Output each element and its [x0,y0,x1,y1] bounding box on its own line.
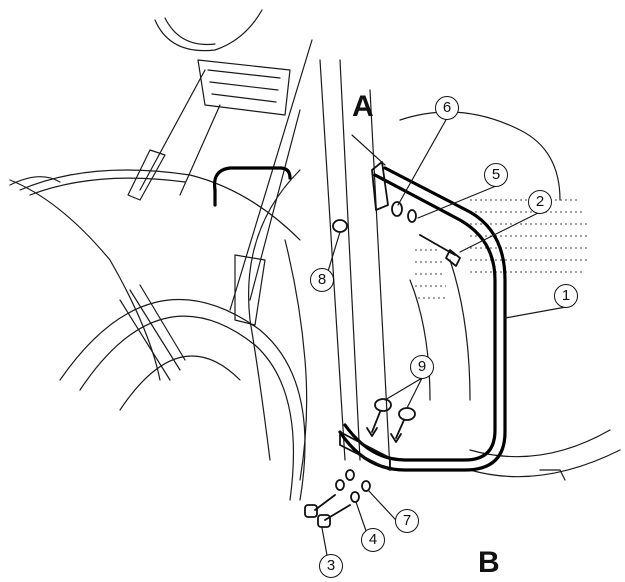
view-letter-a: A [352,90,374,123]
view-letter-b: B [478,546,500,579]
callout-8: 8 [310,268,334,292]
callout-6: 6 [435,96,459,120]
callout-4: 4 [361,528,385,552]
callout-1: 1 [554,284,578,308]
callout-5: 5 [484,163,508,187]
callout-9: 9 [410,355,434,379]
callout-7: 7 [395,509,419,533]
callout-2: 2 [528,190,552,214]
callout-3: 3 [319,554,343,578]
